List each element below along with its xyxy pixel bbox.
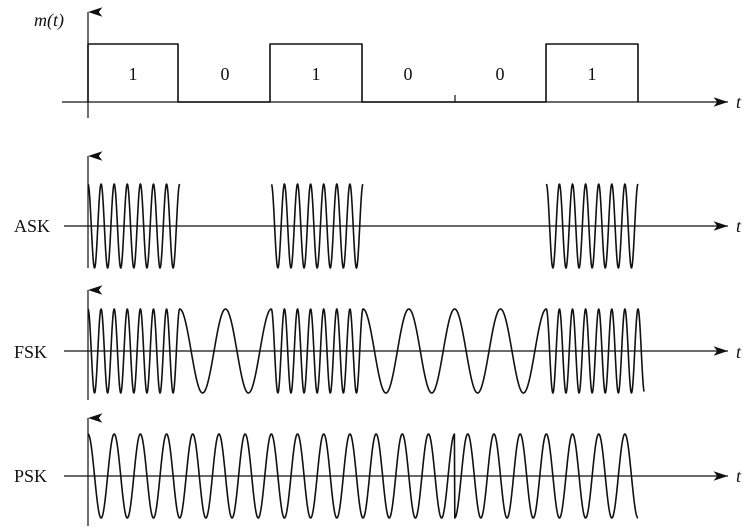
bit-label-2: 0: [221, 64, 230, 84]
message-signal: [87, 43, 639, 103]
ask-waveform: [87, 183, 639, 269]
fsk-panel: FSK t: [14, 285, 742, 400]
fsk-time-label: t: [736, 342, 742, 362]
ask-label: ASK: [14, 216, 50, 236]
message-panel: m(t) t 1 0 1 0 0 1: [34, 7, 742, 118]
bit-label-3: 1: [312, 64, 321, 84]
ask-panel: ASK t: [14, 151, 742, 269]
fsk-label: FSK: [14, 342, 47, 362]
psk-label: PSK: [14, 466, 47, 486]
psk-time-label: t: [736, 466, 742, 486]
psk-panel: PSK t: [14, 413, 742, 526]
message-ylabel: m(t): [34, 10, 64, 31]
bit-label-5: 0: [496, 64, 505, 84]
ask-time-label: t: [736, 216, 742, 236]
message-time-label: t: [736, 92, 742, 112]
bit-label-6: 1: [588, 64, 597, 84]
fsk-waveform: [87, 308, 645, 394]
psk-waveform: [87, 433, 639, 519]
bit-label-4: 0: [404, 64, 413, 84]
bit-label-1: 1: [129, 64, 138, 84]
